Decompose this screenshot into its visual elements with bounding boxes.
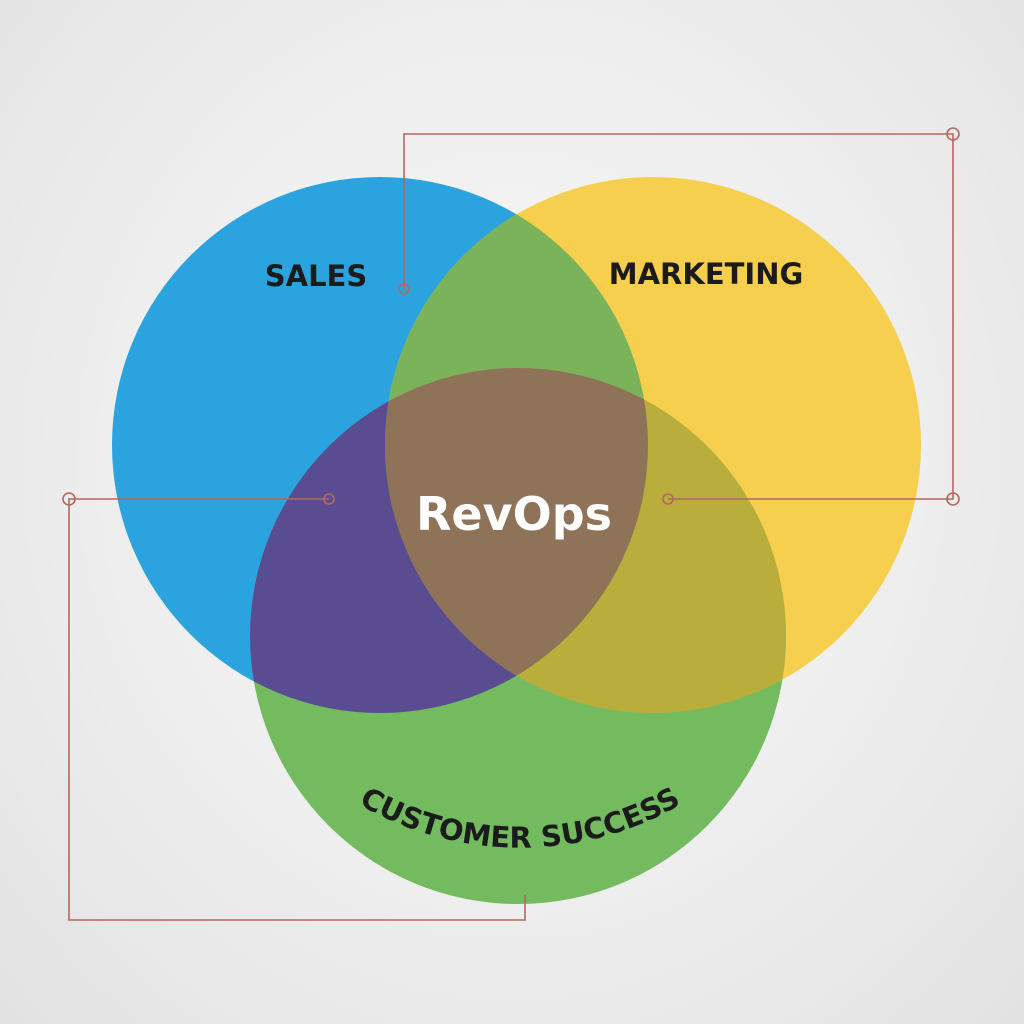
overlap-all-three [385,368,648,713]
marketing-label: MARKETING [609,257,804,291]
connector-node [662,493,674,505]
connector-lines [62,127,960,921]
connector-node [946,492,960,506]
connector-left [68,498,526,921]
connector-node [398,283,410,295]
center-label: RevOps [416,487,612,541]
connector-node [323,493,335,505]
connector-node [62,492,76,506]
connector-top [403,133,954,500]
sales-label: SALES [265,259,368,293]
connector-node [946,127,960,141]
